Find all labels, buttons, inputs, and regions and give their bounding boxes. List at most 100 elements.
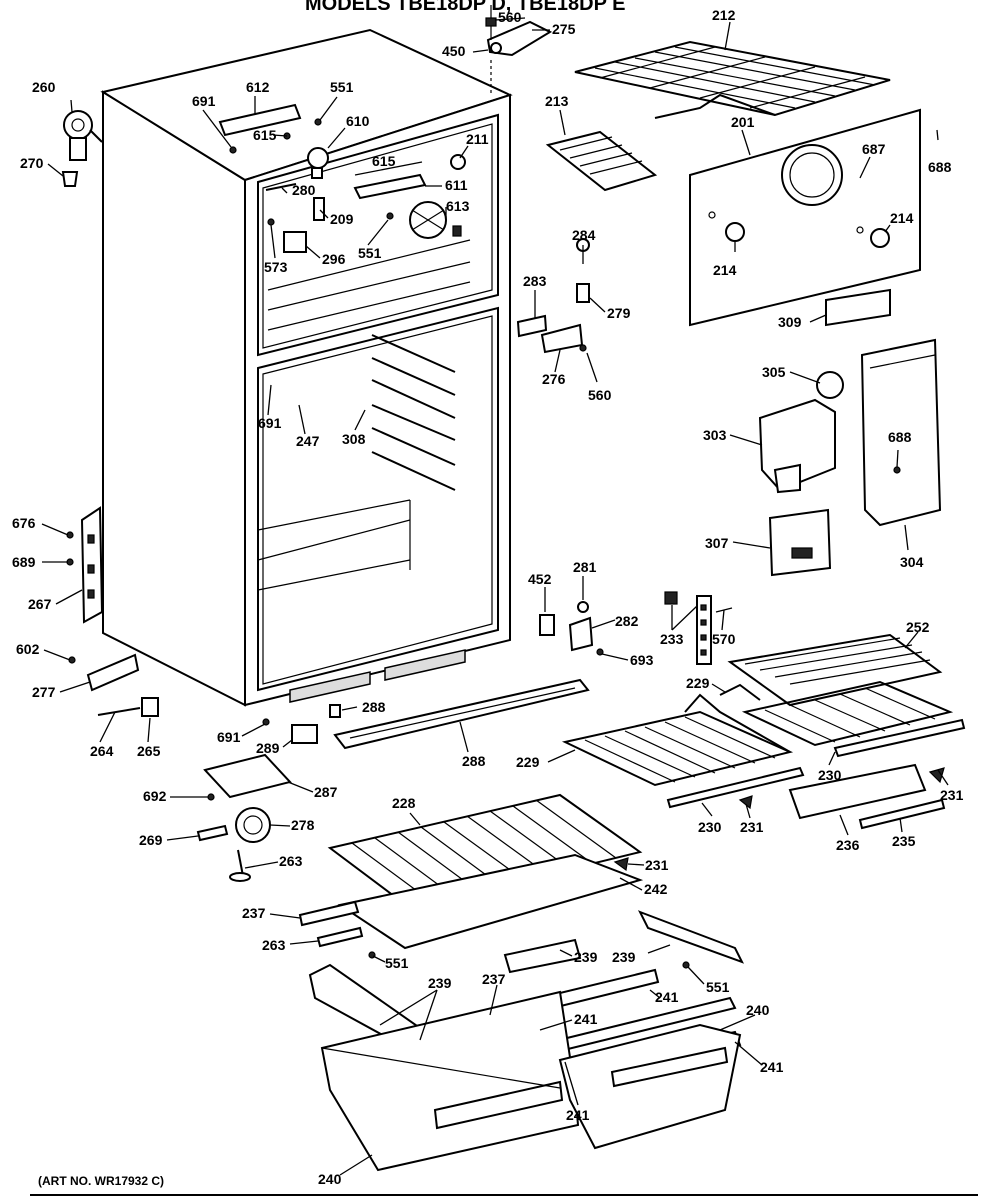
diagram-title: MODELS TBE18DP D, TBE18DP E (305, 0, 625, 15)
callout: 241 (655, 989, 679, 1005)
freezer-rear-panel (689, 108, 921, 327)
callout: 263 (279, 853, 303, 869)
callout: 229 (516, 754, 540, 770)
glass-shelf-252 (727, 633, 943, 707)
callout: 688 (888, 429, 912, 445)
callout: 615 (372, 153, 396, 169)
callout: 239 (428, 975, 452, 991)
callout: 283 (523, 273, 547, 289)
main-shelf-228 (327, 793, 644, 950)
art-number: (ART NO. WR17932 C) (38, 1174, 164, 1188)
callout: 277 (32, 684, 56, 700)
callout: 278 (291, 817, 315, 833)
callout: 309 (778, 314, 802, 330)
callout: 264 (90, 743, 114, 759)
callout: 613 (446, 198, 470, 214)
callout: 573 (264, 259, 288, 275)
crisper-rail-288 (329, 678, 590, 750)
callout: 280 (292, 182, 316, 198)
callout: 452 (528, 571, 552, 587)
callout: 612 (246, 79, 270, 95)
callout: 212 (712, 7, 736, 23)
callout: 560 (498, 9, 522, 25)
callout: 214 (713, 262, 737, 278)
callout: 692 (143, 788, 167, 804)
callout: 551 (330, 79, 354, 95)
callout: 602 (16, 641, 40, 657)
callout: 687 (862, 141, 886, 157)
side-hinge-plate (66, 506, 104, 624)
callout: 231 (645, 857, 669, 873)
callout: 276 (542, 371, 566, 387)
callout: 307 (705, 535, 729, 551)
callout: 275 (552, 21, 576, 37)
shelf-rails (371, 334, 456, 491)
callout: 270 (20, 155, 44, 171)
callout: 237 (242, 905, 266, 921)
callout: 304 (900, 554, 924, 570)
callout: 691 (217, 729, 241, 745)
callout: 214 (890, 210, 914, 226)
callout: 303 (703, 427, 727, 443)
callout: 260 (32, 79, 56, 95)
callout: 265 (137, 743, 161, 759)
callout: 551 (358, 245, 382, 261)
callout: 235 (892, 833, 916, 849)
callout: 231 (740, 819, 764, 835)
callout: 267 (28, 596, 52, 612)
callout: 551 (706, 979, 730, 995)
callout: 228 (392, 795, 416, 811)
callout: 287 (314, 784, 338, 800)
callout: 691 (258, 415, 282, 431)
callout: 263 (262, 937, 286, 953)
callout: 236 (836, 837, 860, 853)
callout: 288 (362, 699, 386, 715)
center-hinge (516, 238, 590, 354)
callout: 233 (660, 631, 684, 647)
callout: 241 (566, 1107, 590, 1123)
callout: 615 (253, 127, 277, 143)
callout-labels: 560 275 450 212 213 201 687 688 214 214 … (12, 7, 964, 1187)
callout: 551 (385, 955, 409, 971)
callout: 242 (644, 881, 668, 897)
callout: 560 (588, 387, 612, 403)
callout: 213 (545, 93, 569, 109)
callout: 308 (342, 431, 366, 447)
roller-assembly (97, 697, 159, 717)
callout: 230 (698, 819, 722, 835)
callout: 281 (573, 559, 597, 575)
callout: 450 (442, 43, 466, 59)
crisper-drawers (320, 990, 742, 1172)
callout: 230 (818, 767, 842, 783)
callout: 688 (928, 159, 952, 175)
callout: 241 (574, 1011, 598, 1027)
shelf-trims (666, 718, 966, 830)
callout: 296 (322, 251, 346, 267)
callout: 691 (192, 93, 216, 109)
callout: 237 (482, 971, 506, 987)
callout: 689 (12, 554, 36, 570)
callout: 693 (630, 652, 654, 668)
callout: 570 (712, 631, 736, 647)
dispenser-parts (758, 338, 942, 577)
ice-tray (545, 130, 658, 192)
callout: 240 (318, 1171, 342, 1187)
callout: 239 (612, 949, 636, 965)
callout: 611 (445, 177, 468, 193)
freezer-wire-shelf (574, 40, 891, 119)
callout: 284 (572, 227, 596, 243)
wire-shelves-229 (561, 680, 954, 787)
callout: 288 (462, 753, 486, 769)
callout: 201 (731, 114, 755, 130)
leader-lines (41, 17, 949, 1176)
callout: 676 (12, 515, 36, 531)
bracket-452 (539, 601, 604, 656)
callout: 289 (256, 740, 280, 756)
freezer-components (218, 103, 466, 253)
callout: 229 (686, 675, 710, 691)
callout: 231 (940, 787, 964, 803)
callout: 282 (615, 613, 639, 629)
water-valve (61, 110, 103, 187)
callout: 239 (574, 949, 598, 965)
